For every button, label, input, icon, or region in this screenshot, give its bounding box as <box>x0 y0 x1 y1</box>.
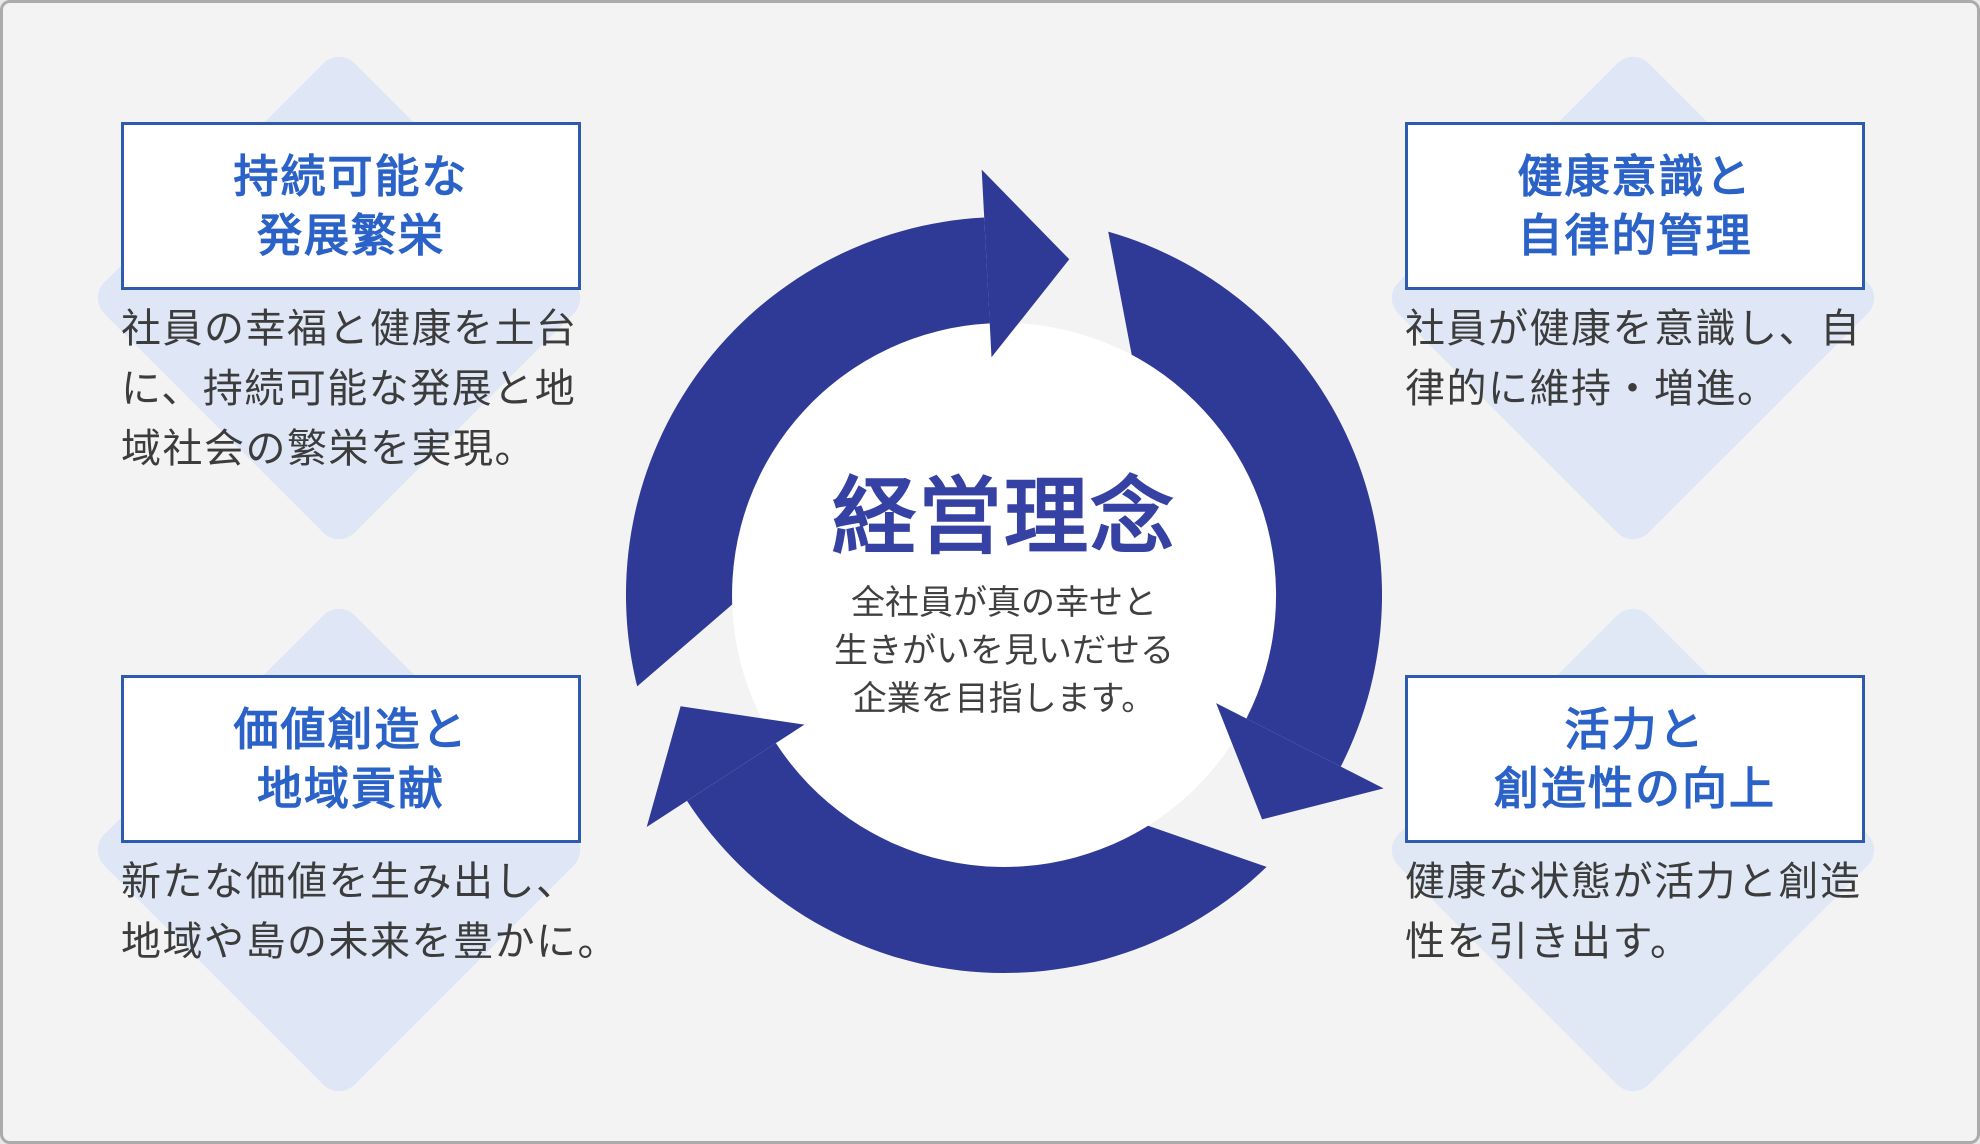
card-title-line: 発展繁栄 <box>256 210 445 261</box>
philosophy-center: 経営理念 全社員が真の幸せと 生きがいを見いだせる 企業を目指します。 <box>704 471 1304 723</box>
card-description-line: 社員が健康を意識し、自 <box>1405 307 1862 351</box>
card-description-line: 社員の幸福と健康を土台 <box>121 307 578 351</box>
card-title-box-health-awareness: 健康意識と 自律的管理 <box>1405 122 1865 290</box>
cycle-inner-circle <box>732 323 1276 867</box>
card-description-sustainable-development: 社員の幸福と健康を土台 に、持続可能な発展と地 域社会の繁栄を実現。 <box>121 299 631 479</box>
card-title-box-sustainable-development: 持続可能な 発展繁栄 <box>121 122 581 290</box>
card-title-box-value-creation: 価値創造と 地域貢献 <box>121 675 581 843</box>
philosophy-subtitle-line: 企業を目指します。 <box>852 680 1156 718</box>
cycle-arrows-graphic <box>625 169 1384 974</box>
card-description-line: 新たな価値を生み出し、 <box>121 860 578 904</box>
card-description-vitality-creativity: 健康な状態が活力と創造 性を引き出す。 <box>1405 852 1915 972</box>
card-title-line: 地域貢献 <box>256 763 445 814</box>
card-title-line: 創造性の向上 <box>1493 763 1776 814</box>
card-title-line: 健康意識と <box>1517 151 1753 202</box>
card-title-box-vitality-creativity: 活力と 創造性の向上 <box>1405 675 1865 843</box>
card-description-value-creation: 新たな価値を生み出し、 地域や島の未来を豊かに。 <box>121 852 631 972</box>
card-description-line: 性を引き出す。 <box>1405 920 1692 964</box>
philosophy-subtitle-line: 生きがいを見いだせる <box>834 632 1174 670</box>
cycle-arrowhead-left-icon <box>646 706 805 827</box>
card-description-line: 健康な状態が活力と創造 <box>1405 860 1862 904</box>
cycle-arrowhead-top-icon <box>981 169 1070 358</box>
card-description-line: に、持続可能な発展と地 <box>121 367 577 411</box>
philosophy-subtitle-line: 全社員が真の幸せと <box>851 584 1157 622</box>
card-description-health-awareness: 社員が健康を意識し、自 律的に維持・増進。 <box>1405 299 1915 419</box>
card-title-line: 活力と <box>1564 704 1706 755</box>
card-description-line: 域社会の繁栄を実現。 <box>121 427 536 471</box>
card-description-line: 律的に維持・増進。 <box>1405 367 1779 411</box>
card-title-line: 持続可能な <box>233 151 469 202</box>
philosophy-title: 経営理念 <box>831 470 1176 564</box>
card-title-line: 自律的管理 <box>1517 210 1753 261</box>
cycle-arrowhead-right-icon <box>1216 703 1384 820</box>
card-description-line: 地域や島の未来を豊かに。 <box>121 920 619 964</box>
philosophy-subtitle: 全社員が真の幸せと 生きがいを見いだせる 企業を目指します。 <box>704 579 1304 723</box>
cycle-arc-segment-left <box>687 743 1267 974</box>
card-title-line: 価値創造と <box>233 704 469 755</box>
cycle-arc-segment-right <box>1108 231 1383 767</box>
cycle-arc-segment-top <box>625 217 990 687</box>
